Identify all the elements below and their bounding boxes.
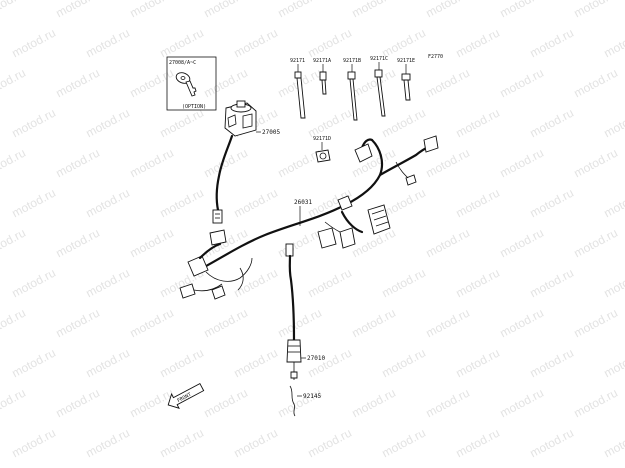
cable-27010 [285, 243, 302, 380]
band-92171c [374, 69, 386, 117]
band-92171 [294, 71, 306, 119]
band-92171a [319, 71, 327, 95]
option-box [166, 56, 217, 111]
figure-code: F2770 [428, 54, 443, 60]
connector-right [423, 135, 439, 153]
label-band-92171c: 92171C [370, 56, 388, 62]
key-set-group: 27008/A~C (OPTION) [166, 56, 217, 111]
option-label: (OPTION) [182, 104, 206, 110]
label-band-92171e: 92171E [397, 58, 415, 64]
front-arrow: FRONT [167, 382, 205, 409]
key-icon [175, 72, 197, 97]
label-band-92171a: 92171A [313, 58, 331, 64]
label-cable: 27010 [307, 355, 325, 362]
key-set-label: 27008/A~C [169, 60, 196, 66]
front-arrow-label: FRONT [176, 392, 192, 404]
label-ignition-switch: 27005 [262, 129, 280, 136]
wiring-harness [179, 135, 439, 300]
band-92171e [401, 73, 411, 101]
band-92171b [347, 71, 358, 121]
clamp-92171d [315, 149, 331, 163]
label-band-92171b: 92171B [343, 58, 361, 64]
label-clamp-92171d: 92171D [313, 136, 331, 142]
retainer-92145 [289, 385, 296, 417]
label-retainer: 92145 [303, 393, 321, 400]
label-band-92171: 92171 [290, 58, 305, 64]
label-harness: 26031 [294, 199, 312, 206]
connector-top [354, 143, 373, 163]
connector-block [367, 204, 391, 235]
ignition-switch [212, 100, 257, 224]
